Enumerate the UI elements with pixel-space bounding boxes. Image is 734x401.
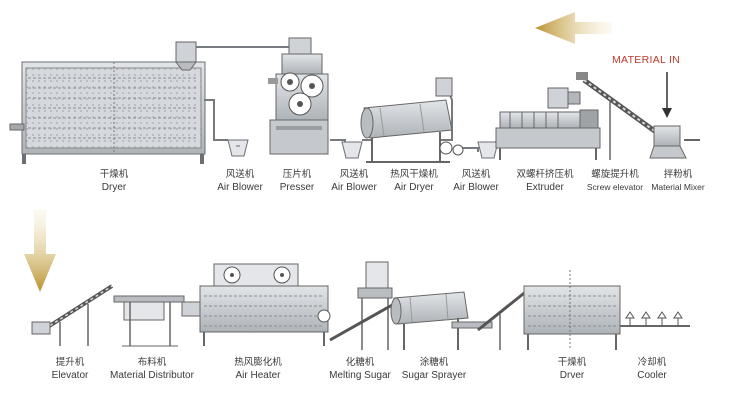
sugar-sprayer-machine xyxy=(390,291,493,350)
label-cn: 双螺杆挤压机 xyxy=(516,169,574,180)
label-air-blower-3: 风送机 Air Blower xyxy=(446,168,506,194)
dryer-1-machine xyxy=(9,41,206,164)
label-extruder: 双螺杆挤压机 Extruder xyxy=(512,168,578,194)
label-air-blower-1: 风送机 Air Blower xyxy=(210,168,270,194)
label-cn: 提升机 xyxy=(55,357,85,368)
label-en: Melting Sugar xyxy=(329,370,391,381)
label-en: Material Distributor xyxy=(110,370,194,381)
dryer-2-machine xyxy=(523,270,621,350)
label-cn: 风送机 xyxy=(225,169,255,180)
air-blower-1-machine xyxy=(227,139,249,157)
label-en: Material Mixer xyxy=(651,182,705,192)
label-screw-elevator: 螺旋提升机 Screw elevator xyxy=(582,168,648,194)
flow-direction-arrow-left xyxy=(535,12,612,44)
label-dryer-2: 干燥机 Drver xyxy=(544,356,600,382)
material-in-arrow xyxy=(662,72,672,118)
label-en: Extruder xyxy=(526,182,564,193)
melting-sugar-machine xyxy=(329,261,395,350)
label-cn: 干燥机 xyxy=(99,169,129,180)
label-material-mixer: 拌粉机 Material Mixer xyxy=(646,168,710,194)
air-dryer-machine xyxy=(360,77,453,163)
label-cn: 冷却机 xyxy=(637,357,667,368)
label-en: Drver xyxy=(559,370,585,381)
label-en: Presser xyxy=(279,182,315,193)
material-mixer-machine xyxy=(649,125,700,159)
elevator-machine xyxy=(31,284,114,346)
label-material-distributor: 布料机 Material Distributor xyxy=(104,356,200,382)
label-sugar-sprayer: 涂糖机 Sugar Sprayer xyxy=(396,356,472,382)
label-en: Sugar Sprayer xyxy=(401,370,467,381)
label-cn: 化糖机 xyxy=(345,357,375,368)
air-blower-3-machine xyxy=(452,141,499,159)
label-en: Elevator xyxy=(51,370,89,381)
air-heater-machine xyxy=(181,263,331,346)
label-melting-sugar: 化糖机 Melting Sugar xyxy=(324,356,396,382)
label-en: Screw elevator xyxy=(586,182,644,192)
label-cn: 螺旋提升机 xyxy=(591,169,639,180)
label-en: Air Heater xyxy=(235,370,281,381)
label-en: Air Dryer xyxy=(394,182,434,193)
label-cn: 热风干燥机 xyxy=(390,169,438,180)
screw-elevator-machine xyxy=(576,72,658,160)
material-distributor-machine xyxy=(113,295,185,347)
material-in-label: MATERIAL IN xyxy=(612,54,681,66)
label-air-dryer: 热风干燥机 Air Dryer xyxy=(384,168,444,194)
label-cn: 热风膨化机 xyxy=(234,357,282,368)
label-cn: 风送机 xyxy=(339,169,369,180)
label-presser: 压片机 Presser xyxy=(272,168,322,194)
presser-machine xyxy=(268,37,329,155)
label-en: Air Blower xyxy=(331,182,377,193)
label-cooler: 冷却机 Cooler xyxy=(624,356,680,382)
conveying-pipe xyxy=(196,46,511,152)
label-en: Dryer xyxy=(101,182,127,193)
label-cn: 压片机 xyxy=(282,169,312,180)
label-dryer-1: 干燥机 Dryer xyxy=(84,168,144,194)
label-air-heater: 热风膨化机 Air Heater xyxy=(226,356,290,382)
label-en: Air Blower xyxy=(217,182,263,193)
label-cn: 风送机 xyxy=(461,169,491,180)
inclined-conveyor xyxy=(477,288,529,350)
flow-direction-arrow-down xyxy=(24,210,56,292)
label-en: Air Blower xyxy=(453,182,499,193)
label-cn: 布料机 xyxy=(137,357,167,368)
cooler-machine xyxy=(620,311,690,327)
label-air-blower-2: 风送机 Air Blower xyxy=(324,168,384,194)
label-elevator: 提升机 Elevator xyxy=(40,356,100,382)
extruder-machine xyxy=(495,87,601,160)
label-cn: 干燥机 xyxy=(557,357,587,368)
air-blower-2-machine xyxy=(341,141,363,159)
label-en: Cooler xyxy=(637,370,667,381)
label-cn: 涂糖机 xyxy=(419,357,449,368)
label-cn: 拌粉机 xyxy=(663,169,693,180)
